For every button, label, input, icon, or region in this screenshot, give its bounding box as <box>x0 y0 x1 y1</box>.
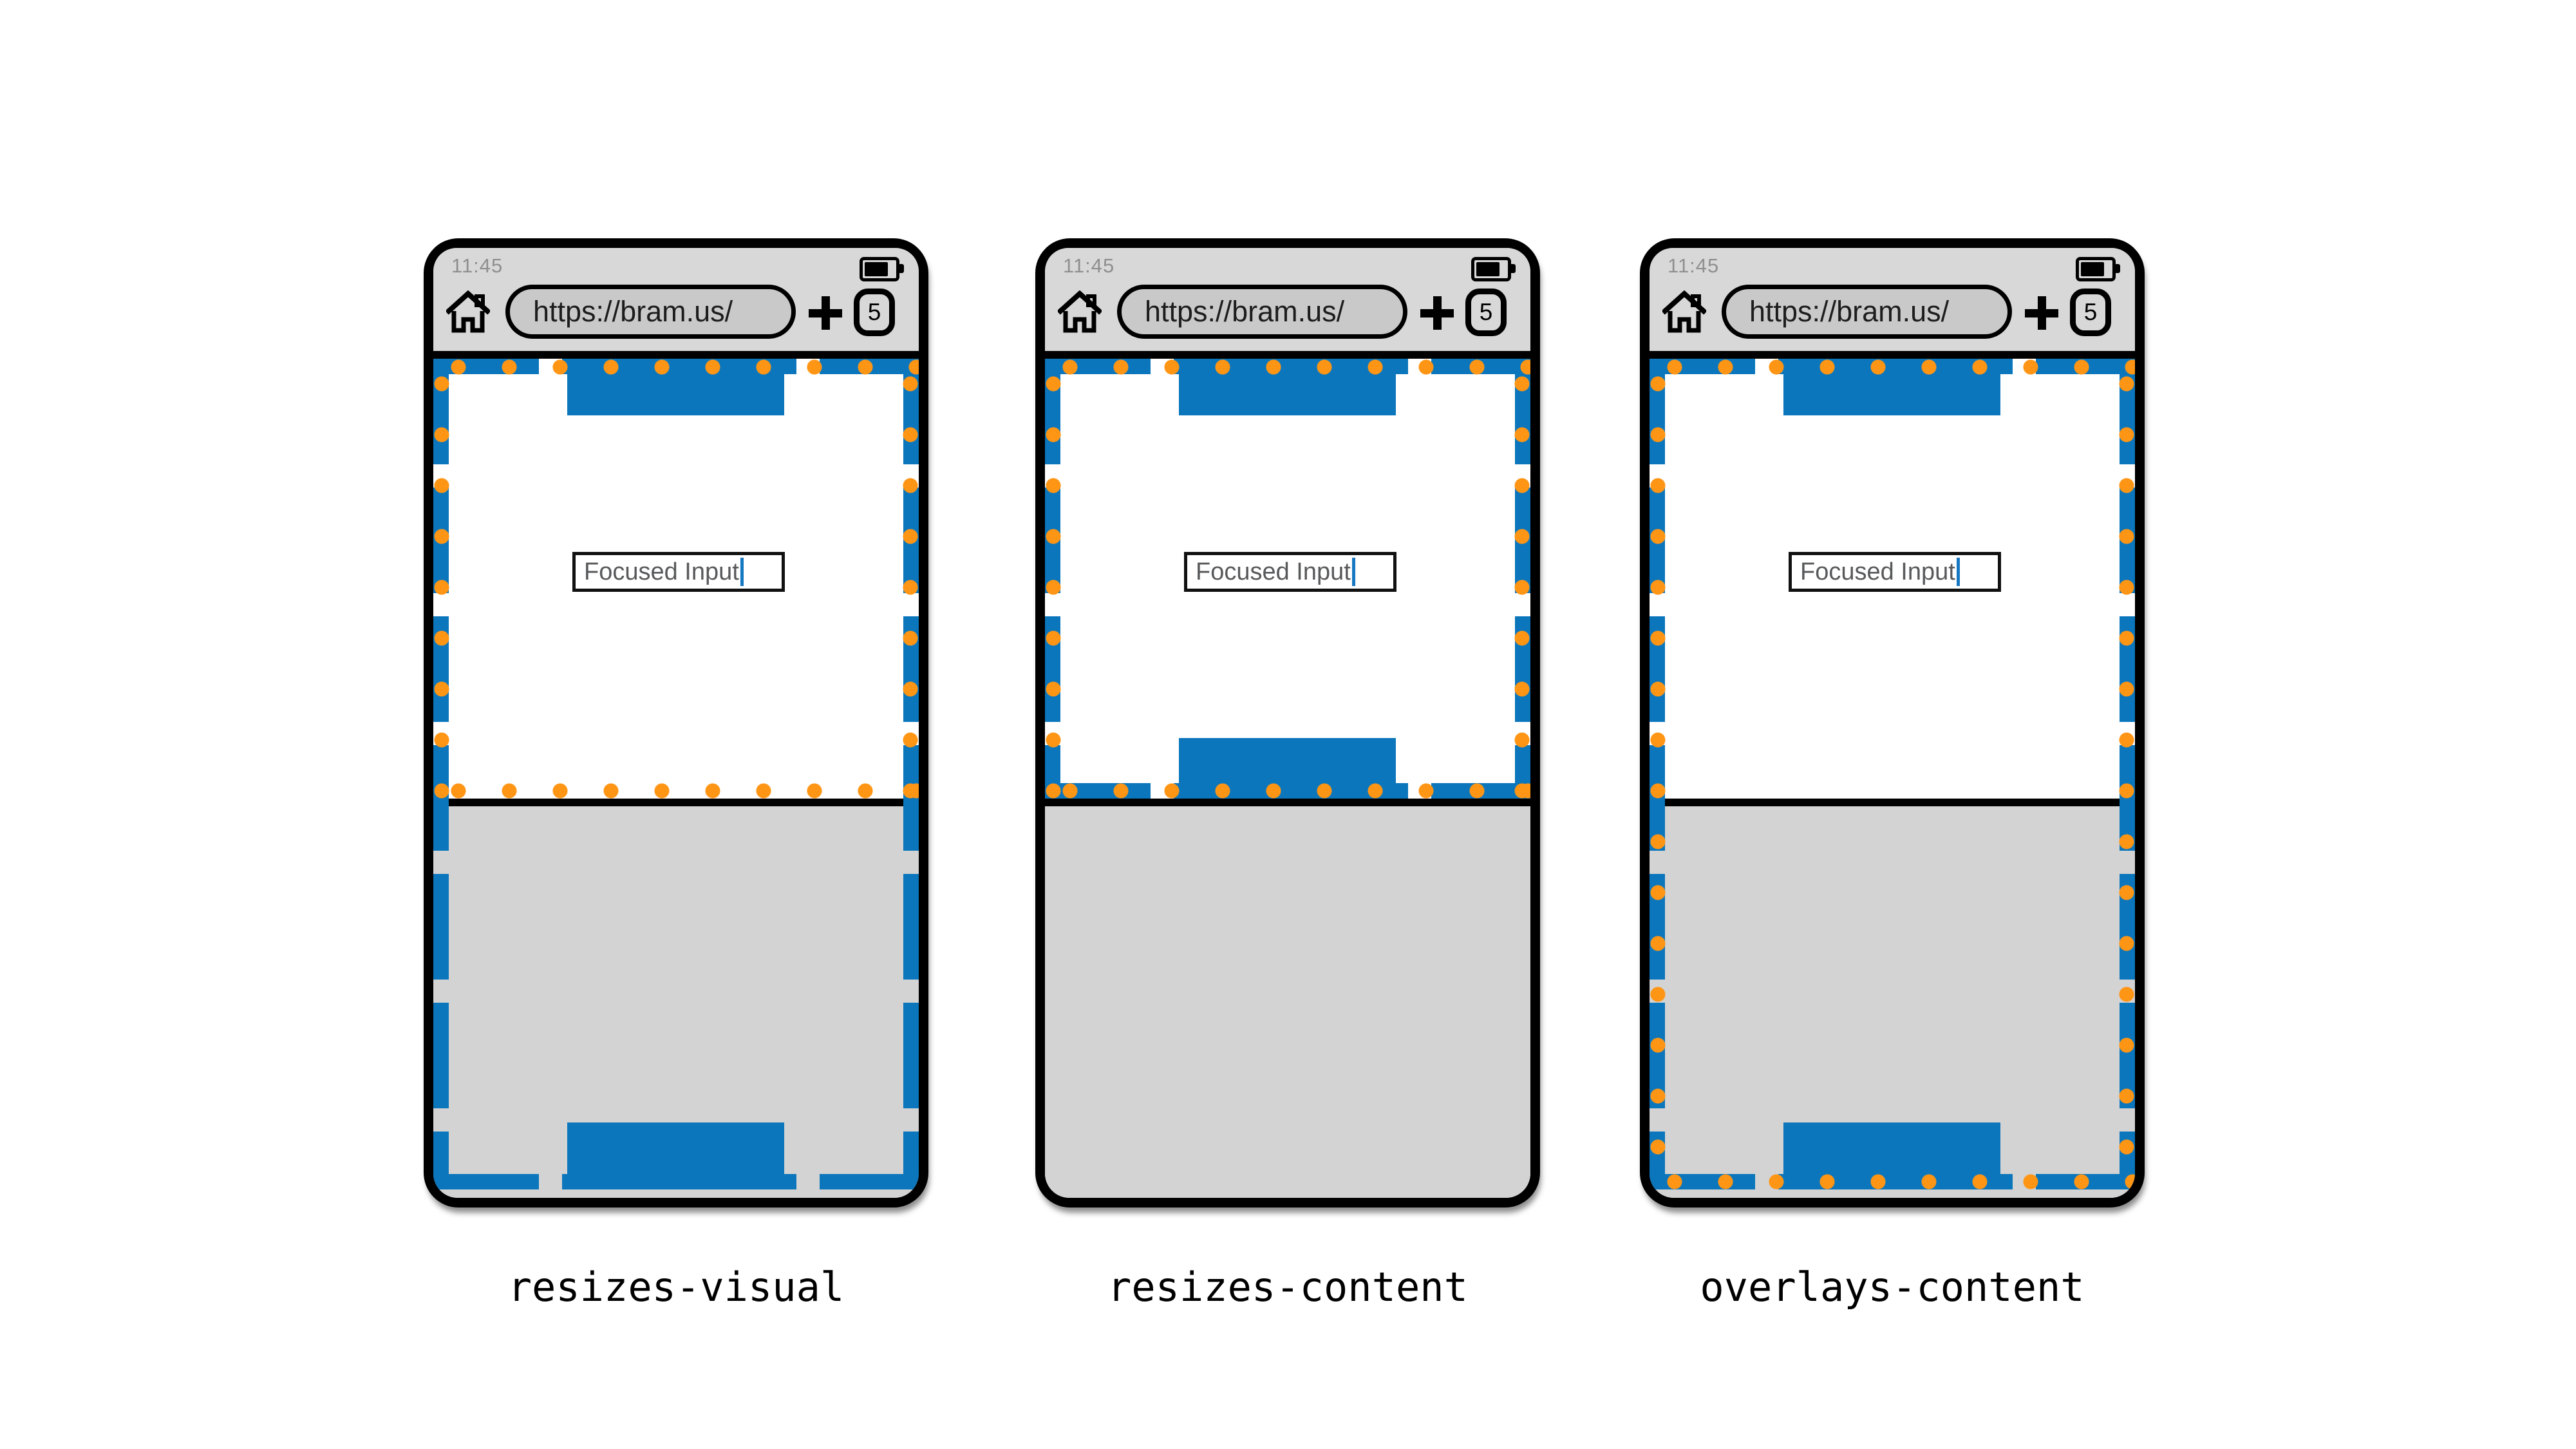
status-time: 11:45 <box>451 254 503 277</box>
tab-count: 5 <box>867 299 881 325</box>
battery-nub <box>2116 264 2120 273</box>
web-content-resizes-content: Focused Input <box>1045 359 1530 1198</box>
visual-viewport-outline-top <box>1045 359 1530 375</box>
home-icon <box>1662 290 1706 333</box>
visual-viewport-outline-left <box>434 359 449 799</box>
keyboard-top-edge <box>1045 799 1530 806</box>
focused-input[interactable]: Focused Input <box>572 552 785 592</box>
tab-counter-button[interactable]: 5 <box>2070 289 2111 336</box>
layout-viewport-border-bottom <box>433 1174 919 1189</box>
new-tab-button[interactable] <box>809 296 842 330</box>
focused-input-value: Focused Input <box>1196 558 1351 585</box>
focused-input[interactable]: Focused Input <box>1789 552 2001 592</box>
battery-icon <box>860 257 904 281</box>
text-caret <box>740 558 744 586</box>
focused-input-value: Focused Input <box>1800 558 1955 585</box>
home-button[interactable] <box>1058 290 1102 333</box>
focused-input[interactable]: Focused Input <box>1184 552 1396 592</box>
new-tab-button[interactable] <box>1420 296 1454 330</box>
battery-nub <box>1511 264 1516 273</box>
battery-fill <box>865 262 888 276</box>
url-bar[interactable]: https://bram.us/ <box>1117 285 1407 339</box>
browser-chrome: 11:45 https://bram.us/ 5 <box>1045 248 1530 359</box>
home-button[interactable] <box>446 290 490 333</box>
visual-viewport-outline-right <box>903 359 918 799</box>
browser-chrome: 11:45 https://bram.us/ 5 <box>433 248 919 359</box>
chrome-divider <box>1650 351 2135 359</box>
url-bar[interactable]: https://bram.us/ <box>1722 285 2012 339</box>
visual-viewport-outline-top <box>1650 359 2135 375</box>
url-text: https://bram.us/ <box>1749 295 1950 328</box>
status-time: 11:45 <box>1063 254 1115 277</box>
caption-resizes-content: resizes-content <box>1107 1264 1468 1311</box>
visual-viewport-outline-bottom <box>433 783 919 799</box>
visual-viewport-outline-right <box>1514 359 1530 799</box>
visual-viewport-outline-top <box>433 359 919 375</box>
url-text: https://bram.us/ <box>533 295 733 328</box>
visual-viewport-outline-left <box>1650 359 1666 1189</box>
home-button[interactable] <box>1662 290 1706 333</box>
chrome-divider <box>1045 351 1530 359</box>
visual-viewport-outline-right <box>2119 359 2134 1189</box>
url-bar[interactable]: https://bram.us/ <box>505 285 796 339</box>
visual-viewport-outline-left <box>1046 359 1061 799</box>
battery-icon <box>2076 257 2120 281</box>
home-icon <box>446 290 490 333</box>
focused-input-value: Focused Input <box>584 558 739 585</box>
virtual-keyboard-area[interactable] <box>1045 806 1530 1198</box>
keyboard-top-edge <box>1650 799 2135 806</box>
tab-count: 5 <box>2083 299 2098 325</box>
keyboard-top-edge <box>433 799 919 806</box>
url-text: https://bram.us/ <box>1145 295 1345 328</box>
battery-fill <box>1476 262 1500 276</box>
home-icon <box>1058 290 1102 333</box>
visual-viewport-outline-bottom <box>1045 783 1530 799</box>
status-time: 11:45 <box>1668 254 1720 277</box>
tab-counter-button[interactable]: 5 <box>854 289 895 336</box>
battery-icon <box>1471 257 1516 281</box>
caption-resizes-visual: resizes-visual <box>507 1264 845 1311</box>
web-content-resizes-visual: Focused Input <box>433 359 919 1198</box>
tab-counter-button[interactable]: 5 <box>1465 289 1507 336</box>
web-content-overlays-content: Focused Input <box>1650 359 2135 1198</box>
tab-count: 5 <box>1479 299 1493 325</box>
chrome-divider <box>433 351 919 359</box>
new-tab-button[interactable] <box>2025 296 2058 330</box>
caption-overlays-content: overlays-content <box>1700 1264 2085 1311</box>
phone-mockup-resizes-content: 11:45 https://bram.us/ 5 <box>1035 238 1540 1208</box>
phone-mockup-resizes-visual: 11:45 https://bram.us/ 5 <box>424 238 928 1208</box>
phone-mockup-overlays-content: 11:45 https://bram.us/ 5 <box>1640 238 2145 1208</box>
visual-viewport-outline-bottom <box>1650 1174 2135 1189</box>
text-caret <box>1351 558 1355 586</box>
battery-fill <box>2081 262 2104 276</box>
browser-chrome: 11:45 https://bram.us/ 5 <box>1650 248 2135 359</box>
battery-nub <box>899 264 904 273</box>
text-caret <box>1956 558 1960 586</box>
